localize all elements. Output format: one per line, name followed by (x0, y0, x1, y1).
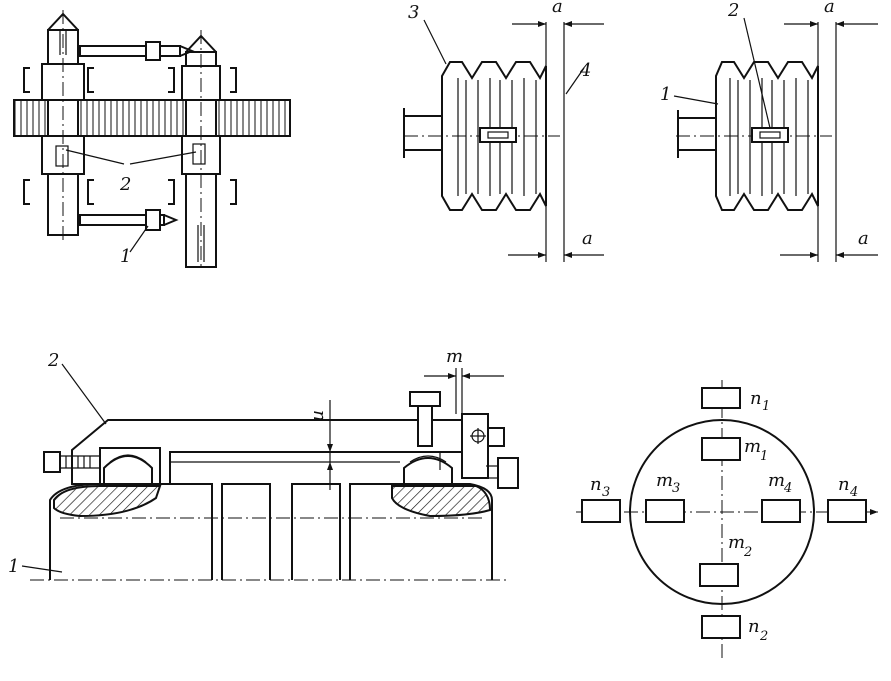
label-m1: m (744, 436, 761, 457)
pulley-shaft (403, 108, 442, 158)
block-n3 (581, 499, 621, 523)
label-n2-sub: 2 (759, 629, 768, 644)
level-block-c (751, 127, 789, 143)
pulley-shaft-c (677, 110, 716, 158)
block-n2 (701, 615, 741, 639)
top-screw-head (409, 391, 441, 407)
label-4-fig-b: 4 (579, 60, 591, 81)
label-1-fig-d: 1 (8, 556, 19, 577)
label-m2: m (728, 532, 745, 553)
left-screw-head (43, 451, 61, 473)
label-m4: m (768, 470, 785, 491)
left-shaft (41, 10, 85, 240)
figure-c-pulley: 2 1 a a (660, 0, 878, 262)
label-n3-sub: 3 (602, 485, 610, 500)
block-m3 (645, 499, 685, 523)
block-m4 (761, 499, 801, 523)
label-3-fig-b: 3 (408, 2, 419, 23)
label-m3-sub: 3 (672, 481, 680, 496)
dim-n-fig-d: n (309, 410, 330, 422)
ring-body (49, 483, 493, 580)
section-right (391, 485, 492, 518)
figure-a-gear-shafts: 2 1 (13, 10, 291, 270)
dim-a-top-fig-b: a (552, 0, 563, 17)
block-m2 (699, 563, 739, 587)
block-n4 (827, 499, 867, 523)
label-m3: m (656, 470, 673, 491)
roller-left (103, 455, 153, 485)
figure-d-fixture: 2 1 n m (8, 346, 519, 581)
indicator-bar-top (79, 41, 195, 61)
block-n1 (701, 387, 741, 409)
indicator-bar-bottom (79, 209, 179, 231)
label-m2-sub: 2 (743, 545, 752, 560)
section-left (53, 485, 162, 518)
label-n3: n (590, 474, 602, 495)
label-m1-sub: 1 (760, 449, 768, 464)
dim-a-bottom-fig-c: a (858, 228, 869, 249)
label-n4-sub: 4 (849, 485, 858, 500)
label-2-fig-a: 2 (119, 174, 131, 195)
label-n1: n (750, 388, 762, 409)
label-n1-sub: 1 (762, 399, 770, 414)
label-n4: n (838, 474, 850, 495)
label-n2: n (748, 616, 760, 637)
bearing-brackets (23, 67, 237, 205)
right-shaft (181, 30, 221, 270)
label-2-fig-c: 2 (727, 0, 739, 21)
indicator-body (461, 413, 489, 479)
bridge-bar (71, 419, 467, 485)
right-screw-head (497, 457, 519, 489)
label-2-fig-d: 2 (47, 350, 59, 371)
block-m1 (701, 437, 741, 461)
figure-e-positions: n 1 m 1 n 3 m 3 m 4 n 4 m 2 n 2 (576, 380, 878, 660)
dim-a-top-fig-c: a (824, 0, 835, 17)
dim-m-fig-d: m (446, 346, 463, 367)
dim-a-bottom-fig-b: a (582, 228, 593, 249)
level-block (479, 127, 517, 143)
label-m4-sub: 4 (783, 481, 792, 496)
label-1-fig-c: 1 (660, 84, 671, 105)
figure-b-pulley: 3 4 a a (403, 0, 604, 262)
label-1-fig-a: 1 (120, 246, 131, 267)
